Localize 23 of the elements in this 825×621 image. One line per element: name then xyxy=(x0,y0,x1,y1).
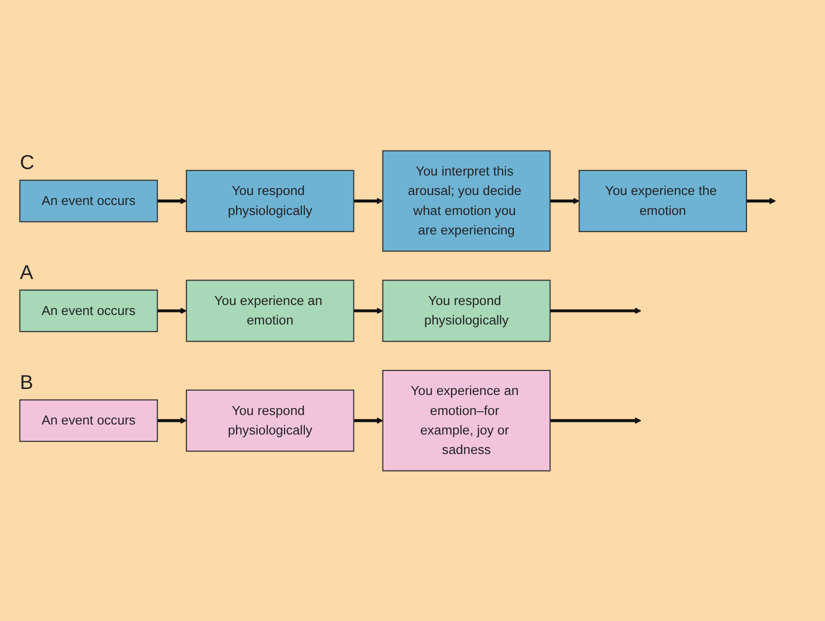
arrow xyxy=(550,417,642,424)
arrow xyxy=(354,417,384,424)
node-box: You experience an emotion xyxy=(186,279,354,342)
node-box: You respond physiologically xyxy=(382,279,551,342)
row-label: A xyxy=(20,262,34,285)
node-box: An event occurs xyxy=(19,179,158,222)
arrow xyxy=(157,307,187,314)
node-box: You respond physiologically xyxy=(186,389,354,452)
arrow xyxy=(746,197,776,204)
node-box: An event occurs xyxy=(19,399,158,442)
node-box: You respond physiologically xyxy=(186,170,354,232)
arrow xyxy=(550,197,580,204)
arrow xyxy=(354,307,384,314)
node-box: You interpret this arousal; you decide what emotion you are experiencing xyxy=(382,150,551,252)
row-label: C xyxy=(20,152,34,175)
arrow xyxy=(550,307,642,314)
node-box: You experience an emotion–for example, joy or sadness xyxy=(382,370,551,472)
arrow xyxy=(157,417,187,424)
node-box: You experience the emotion xyxy=(578,170,747,232)
arrow xyxy=(157,197,187,204)
node-box: An event occurs xyxy=(19,289,158,332)
row-label: B xyxy=(20,372,34,395)
arrow xyxy=(354,197,384,204)
